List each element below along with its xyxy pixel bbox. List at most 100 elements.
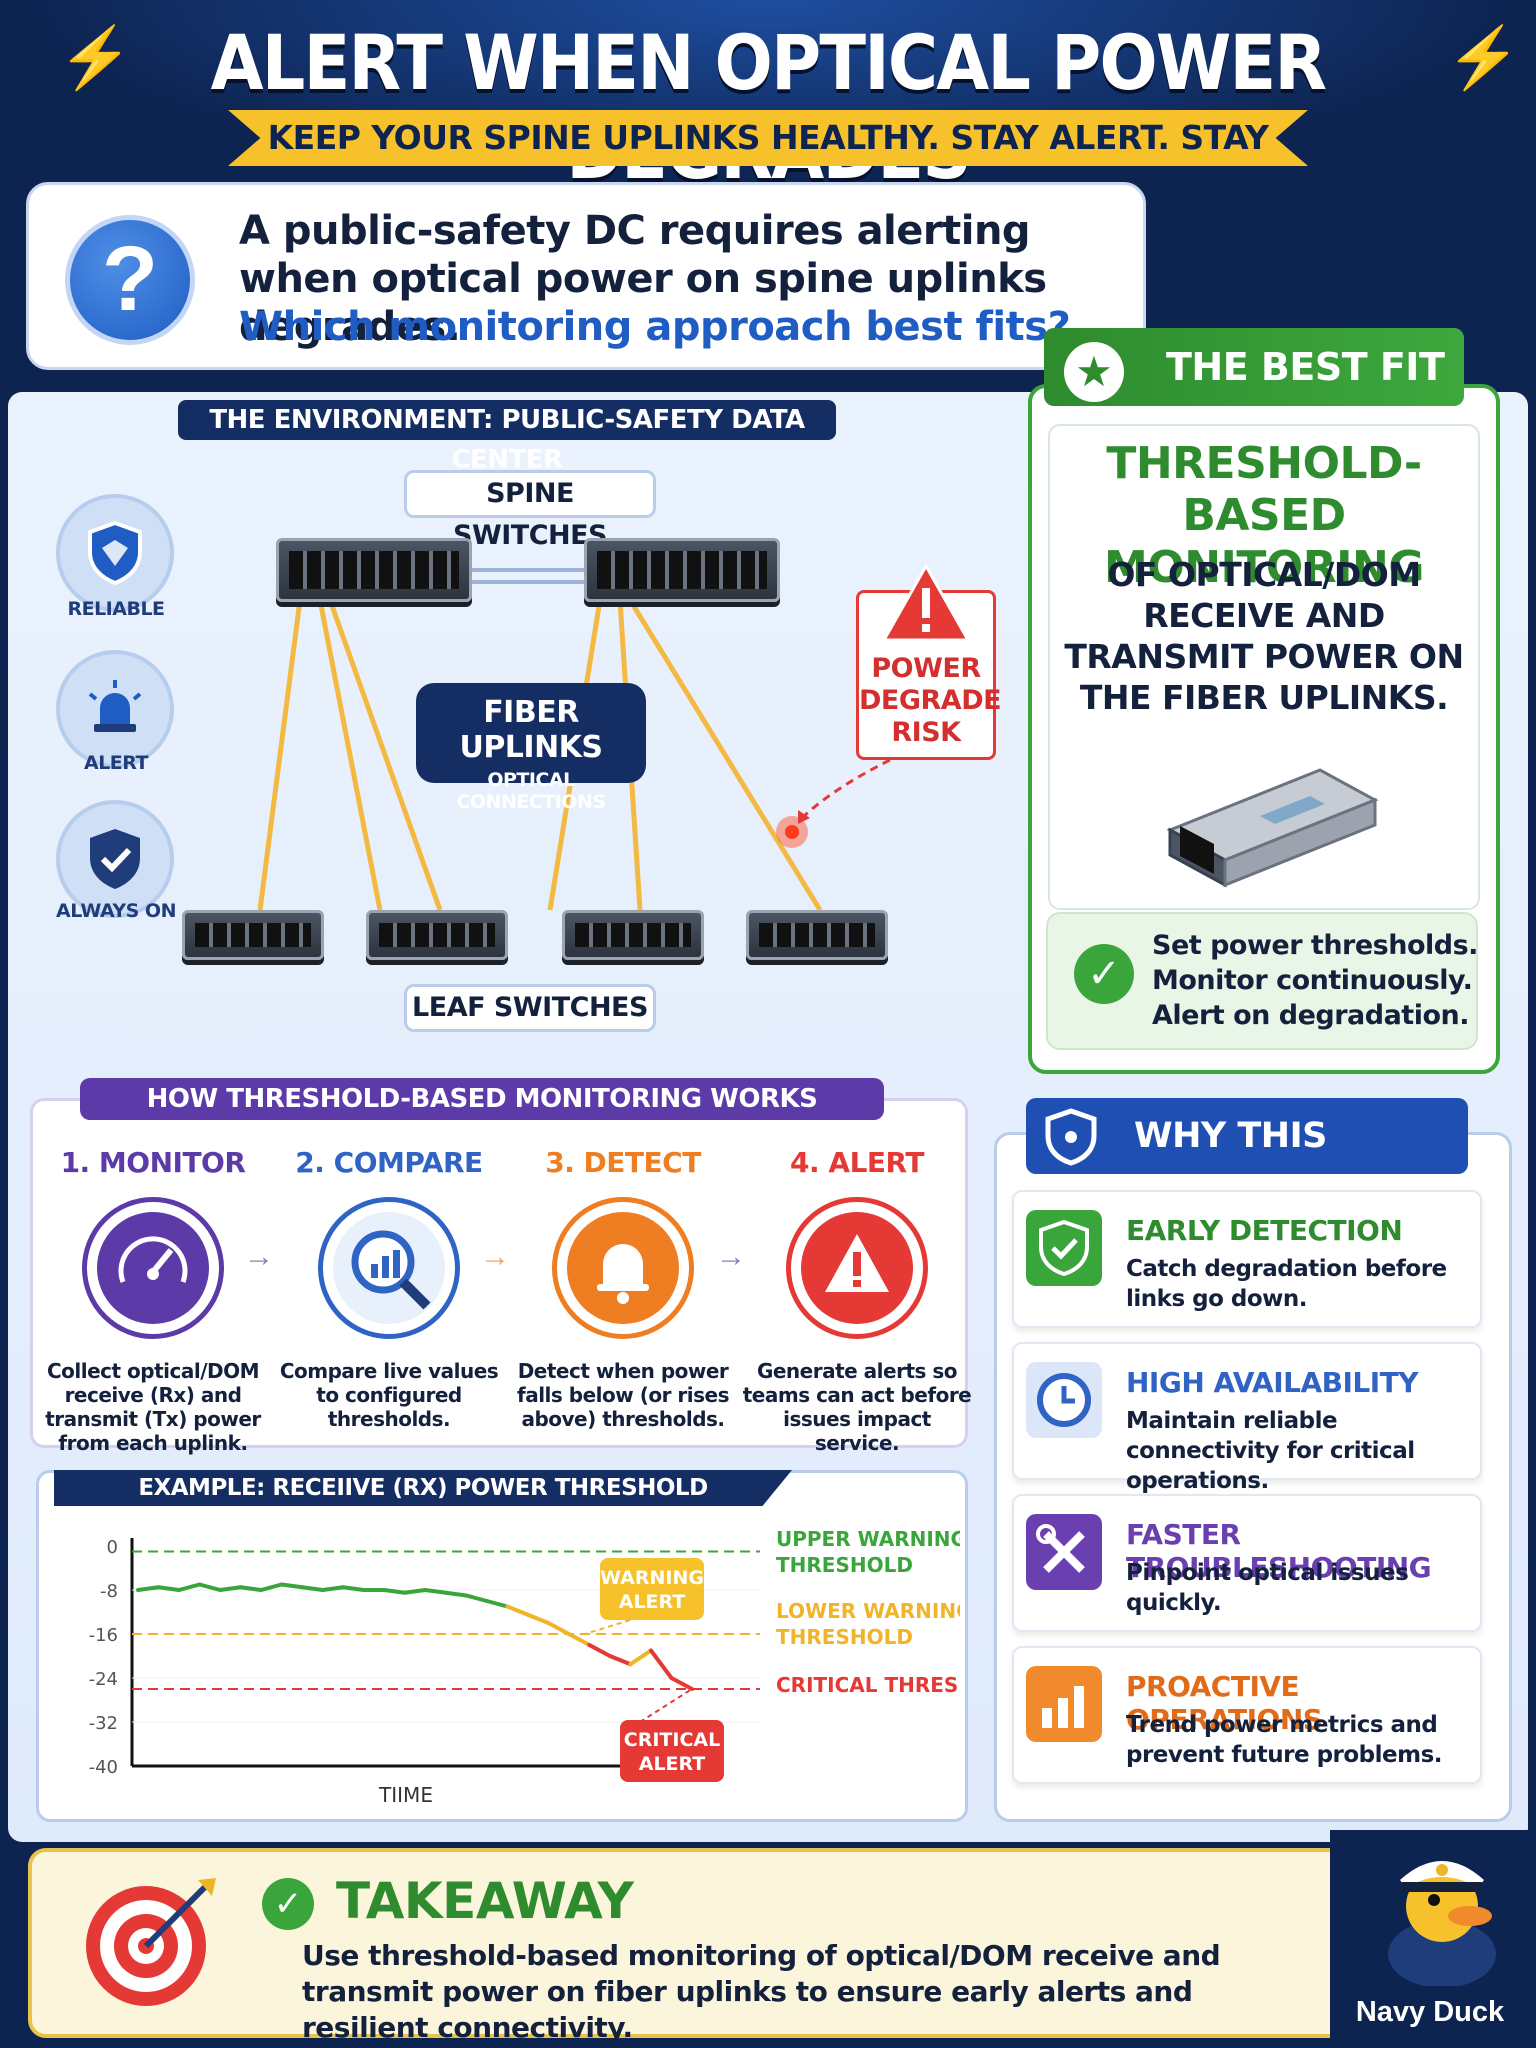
threshold-label: UPPER WARNING: [776, 1527, 960, 1551]
brand-name: Navy Duck: [1355, 1996, 1505, 2028]
threshold-label: THRESHOLD: [776, 1553, 913, 1577]
step-title: 1. MONITOR: [60, 1146, 246, 1179]
best-fit-inner: [1048, 424, 1480, 910]
y-tick-label: -24: [89, 1669, 118, 1690]
series-segment: [341, 1585, 366, 1592]
fiber-uplinks-subtitle: OPTICAL CONNECTIONS: [456, 769, 606, 813]
arrow-right-icon: →: [716, 1240, 746, 1273]
y-tick-label: -16: [89, 1625, 118, 1646]
spine-switch-1: [276, 538, 472, 602]
takeaway-text: Use threshold-based monitoring of optica…: [302, 1939, 1221, 2044]
page-subtitle: KEEP YOUR SPINE UPLINKS HEALTHY. STAY AL…: [228, 110, 1308, 166]
question-text: A public-safety DC requires alerting whe…: [239, 208, 1047, 350]
series-segment: [587, 1643, 612, 1658]
series-segment: [566, 1632, 592, 1647]
leaf-switch-3: [562, 910, 704, 960]
x-axis-label: TIIME: [378, 1783, 433, 1807]
leaf-switches-label: LEAF SWITCHES: [404, 984, 656, 1032]
threshold-label: THRESHOLD: [776, 1625, 913, 1649]
warning-triangle-icon: [881, 562, 971, 642]
shield-check-icon: [1026, 1210, 1102, 1286]
arrow-right-icon: →: [244, 1240, 274, 1273]
y-tick-label: -32: [89, 1713, 118, 1734]
series-segment: [423, 1588, 448, 1595]
series-segment: [218, 1585, 243, 1592]
question-mark-icon: ?: [65, 215, 195, 345]
series-segment: [546, 1621, 571, 1636]
series-segment: [156, 1585, 182, 1592]
target-icon: [86, 1878, 216, 2006]
step-compare: 2. COMPARE Compare live values to config…: [274, 1146, 504, 1431]
bell-icon: [552, 1197, 694, 1339]
sparkle-right-icon: ⚡: [1446, 24, 1521, 91]
series-segment: [136, 1585, 161, 1592]
shield-icon: [56, 494, 174, 612]
series-segment: [669, 1676, 694, 1691]
why-description: Maintain reliable connectivity for criti…: [1126, 1408, 1415, 1494]
warning-alert-label: ALERT: [619, 1591, 686, 1613]
gauge-icon: [82, 1197, 224, 1339]
environment-tag: THE ENVIRONMENT: PUBLIC-SAFETY DATA CENT…: [178, 400, 836, 475]
critical-alert-pointer: [639, 1688, 693, 1723]
check-circle-icon: ✓: [262, 1878, 314, 1930]
series-segment: [484, 1599, 510, 1609]
best-fit-subtitle: OF OPTICAL/DOM RECEIVE AND TRANSMIT POWE…: [1064, 555, 1464, 717]
why-title: HIGH AVAILABILITY: [1126, 1366, 1419, 1399]
side-label-reliable: RELIABLE: [67, 598, 165, 620]
siren-icon: [56, 650, 174, 768]
chart-panel: [36, 1470, 968, 1822]
best-fit-header: THE BEST FIT: [1044, 328, 1464, 406]
step-detect: 3. DETECT Detect when power falls below …: [508, 1146, 738, 1431]
warning-icon: [786, 1197, 928, 1339]
threshold-label: LOWER WARNING: [776, 1599, 960, 1623]
check-circle-icon: ✓: [1074, 944, 1134, 1004]
leaf-switch-4: [746, 910, 888, 960]
sparkle-left-icon: ⚡: [58, 24, 133, 91]
critical-alert-label: CRITICAL: [624, 1729, 720, 1751]
spine-switch-2: [584, 538, 780, 602]
warning-alert-callout: [600, 1558, 704, 1620]
takeaway-title: TAKEAWAY: [336, 1872, 634, 1930]
leaf-switch-2: [366, 910, 508, 960]
step-description: Generate alerts so teams can act before …: [742, 1359, 972, 1455]
why-description: Pinpoint optical issues quickly.: [1126, 1560, 1409, 1616]
clock-icon: [1026, 1362, 1102, 1438]
step-description: Detect when power falls below (or rises …: [517, 1359, 730, 1431]
step-description: Compare live values to configured thresh…: [279, 1359, 499, 1431]
star-icon: ★: [1064, 342, 1124, 402]
critical-alert-label: ALERT: [639, 1753, 706, 1775]
why-card-early-detection: EARLY DETECTION Catch degradation before…: [1012, 1190, 1482, 1328]
arrow-right-icon: →: [480, 1240, 510, 1273]
shield-check-icon: [56, 800, 174, 918]
series-segment: [402, 1588, 428, 1595]
step-title: 4. ALERT: [790, 1146, 924, 1179]
series-segment: [525, 1612, 551, 1625]
chart-title: EXAMPLE: RECEIIVE (RX) POWER THRESHOLD M…: [54, 1470, 792, 1506]
why-card-high-availability: HIGH AVAILABILITY Maintain reliable conn…: [1012, 1342, 1482, 1494]
warning-alert-pointer: [584, 1619, 631, 1635]
question-prompt: Which monitoring approach best fits?: [239, 304, 1071, 350]
step-alert: 4. ALERT Generate alerts so teams can ac…: [742, 1146, 972, 1455]
series-segment: [279, 1582, 305, 1590]
why-card-faster-troubleshooting: FASTER TROUBLESHOOTING Pinpoint optical …: [1012, 1494, 1482, 1632]
best-fit-title: THRESHOLD-BASED MONITORING: [1104, 438, 1425, 593]
fiber-uplinks-tag: FIBER UPLINKS OPTICAL CONNECTIONS: [416, 683, 646, 813]
shield-icon: [1045, 1108, 1097, 1166]
series-segment: [607, 1654, 633, 1667]
why-title: PROACTIVE OPERATIONS: [1126, 1670, 1323, 1736]
series-segment: [382, 1588, 407, 1595]
side-label-always-on: ALWAYS ON: [56, 900, 176, 922]
leaf-switch-1: [182, 910, 324, 960]
step-description: Collect optical/DOM receive (Rx) and tra…: [45, 1359, 261, 1455]
checklist-line-1: Set power thresholds.: [1152, 930, 1478, 961]
page-title: ALERT WHEN OPTICAL POWER DEGRADES: [210, 18, 1327, 196]
series-segment: [259, 1582, 284, 1592]
fiber-uplinks-title: FIBER UPLINKS: [459, 695, 603, 765]
why-description: Catch degradation before links go down.: [1126, 1256, 1447, 1312]
why-card-proactive-operations: PROACTIVE OPERATIONS Trend power metrics…: [1012, 1646, 1482, 1784]
series-segment: [177, 1582, 202, 1592]
why-description: Trend power metrics and prevent future p…: [1126, 1712, 1443, 1768]
magnifier-chart-icon: [318, 1197, 460, 1339]
why-title: EARLY DETECTION: [1126, 1214, 1403, 1247]
